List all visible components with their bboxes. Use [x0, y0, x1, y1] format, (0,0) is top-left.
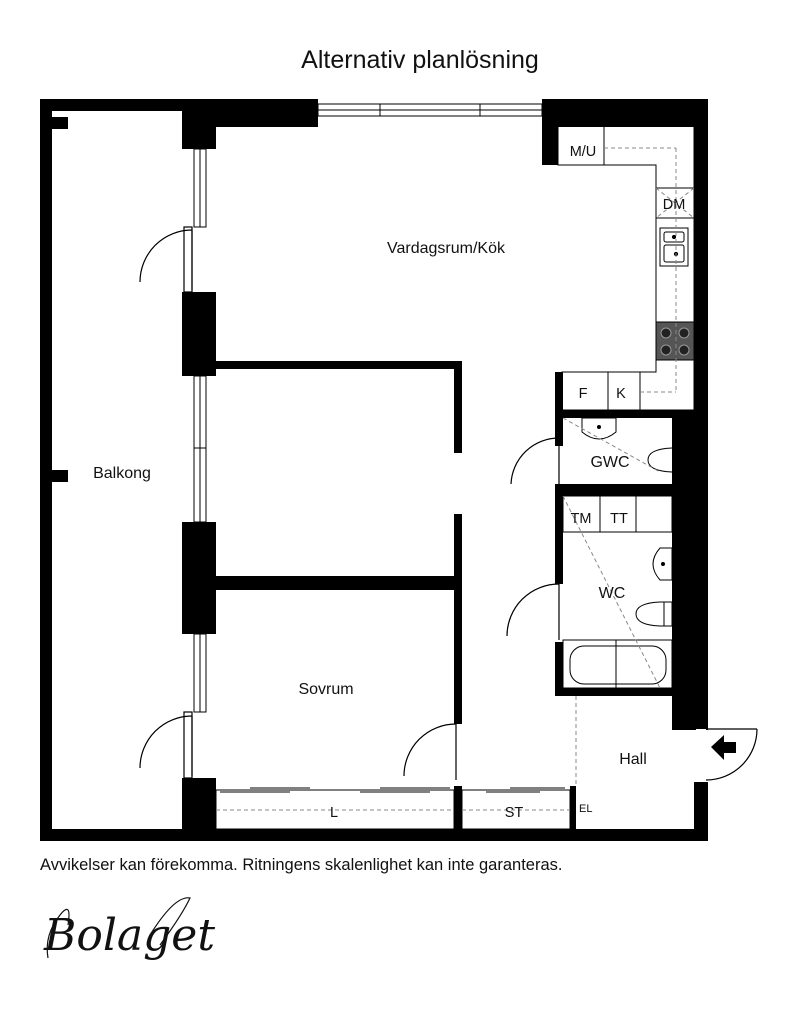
- wc-left-wall-upper: [555, 484, 563, 584]
- bottom-wall: [182, 829, 708, 841]
- wc-fixtures: [562, 495, 673, 786]
- label-el: EL: [579, 803, 592, 815]
- top-wall-right-pier: [542, 99, 558, 165]
- disclaimer-text: Avvikelser kan förekomma. Ritningens ska…: [40, 856, 563, 874]
- balcony-post-mid: [52, 470, 68, 482]
- bedroom-door[interactable]: [403, 723, 457, 780]
- left-wall-pier-3: [182, 778, 216, 841]
- label-hall: Hall: [619, 751, 647, 768]
- label-st: ST: [505, 805, 524, 821]
- label-gwc: GWC: [590, 454, 629, 471]
- right-wall-thick: [672, 410, 708, 730]
- right-wall-lower: [694, 782, 708, 841]
- wc-basin-icon: [652, 547, 673, 581]
- logo-wordmark: Bolaget: [43, 910, 215, 961]
- label-wc: WC: [599, 585, 626, 602]
- sink-icon: [659, 227, 689, 267]
- bedroom-right-wall: [454, 590, 462, 724]
- balcony-door-upper[interactable]: [139, 226, 193, 293]
- stove-icon: [655, 321, 695, 361]
- logo: Bolaget: [43, 897, 215, 961]
- wc-bottom-wall: [555, 688, 708, 696]
- bedroom-divider-wall: [216, 576, 462, 590]
- kitchen-counter-outline: [557, 127, 695, 411]
- wc-door[interactable]: [506, 583, 560, 640]
- gwc-top-wall: [555, 410, 695, 418]
- label-tt: TT: [610, 511, 628, 527]
- windows: [193, 103, 543, 713]
- label-living-kitchen: Vardagsrum/Kök: [387, 240, 506, 257]
- left-wall-pier-1: [182, 292, 216, 376]
- top-wall-right: [542, 99, 708, 127]
- bedroom-2-right-wall-upper: [454, 361, 462, 453]
- room-labels: Vardagsrum/Kök Balkong Sovrum Hall GWC W…: [93, 144, 685, 821]
- label-k: K: [616, 386, 626, 402]
- plan-title: Alternativ planlösning: [301, 46, 539, 74]
- label-dm: DM: [663, 197, 686, 213]
- label-mu: M/U: [570, 144, 597, 160]
- left-wall-pier-2: [182, 522, 216, 634]
- wardrobes: [215, 787, 571, 830]
- label-balcony: Balkong: [93, 465, 151, 482]
- entrance-door[interactable]: [696, 728, 758, 782]
- kitchen: [557, 127, 695, 411]
- balcony-wall-left: [40, 99, 52, 841]
- el-wall: [570, 786, 576, 829]
- gwc-fixtures: [562, 417, 687, 473]
- bedroom-2-top-wall: [216, 361, 462, 369]
- entrance-arrow-icon: [711, 735, 736, 760]
- balcony-door-lower[interactable]: [139, 711, 193, 779]
- balcony-wall-bottom: [40, 829, 182, 841]
- wc-left-wall-lower: [555, 642, 563, 694]
- label-bedroom: Sovrum: [298, 681, 353, 698]
- top-wall-corner: [182, 99, 216, 149]
- label-tm: TM: [571, 511, 592, 527]
- balcony-post-top: [52, 117, 68, 129]
- kitchen-gwc-wall: [555, 372, 563, 446]
- laundry-counter: [562, 495, 673, 533]
- gwc-door[interactable]: [510, 437, 560, 485]
- walls: [40, 99, 708, 841]
- gwc-bottom-wall: [555, 484, 708, 496]
- doors: [139, 226, 758, 782]
- bathtub-icon: [562, 639, 673, 689]
- wardrobe-divider: [454, 786, 462, 841]
- gwc-toilet-icon: [647, 447, 687, 473]
- label-f: F: [579, 386, 588, 402]
- label-l: L: [330, 805, 338, 821]
- balcony-wall-top: [40, 99, 182, 111]
- bedroom-2-right-wall-lower: [454, 514, 462, 584]
- wc-toilet-icon: [635, 601, 673, 627]
